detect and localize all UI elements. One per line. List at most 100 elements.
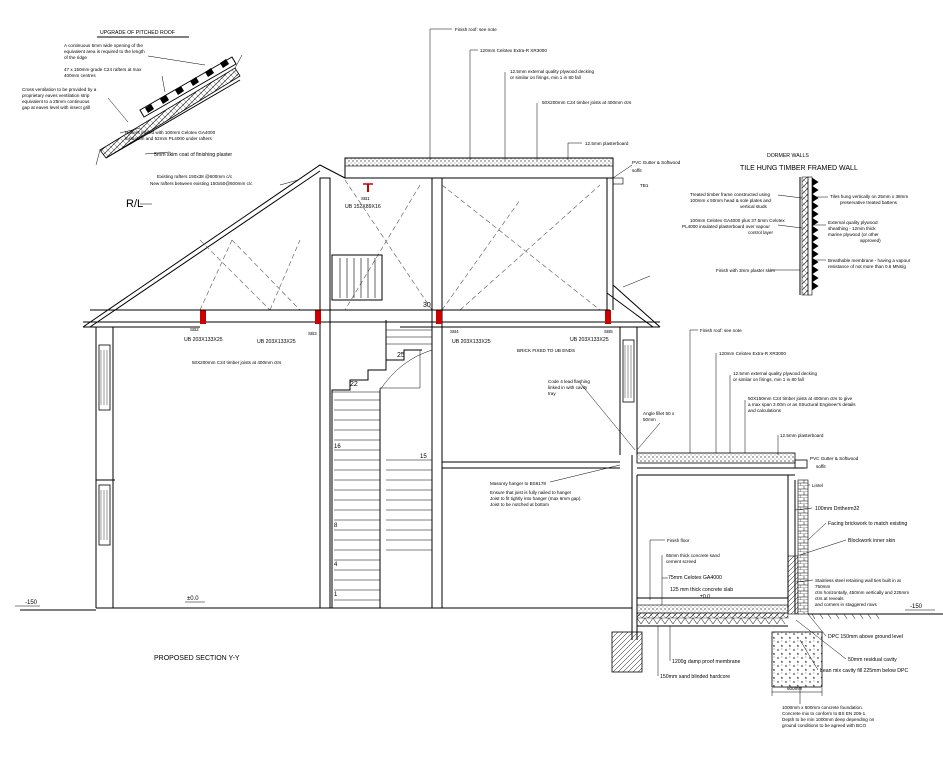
- dormer-left-7: Finish with 3mm plaster skim: [716, 268, 775, 273]
- dormer-right-6: approved): [860, 238, 881, 243]
- ub-left-label: UB 203X133X25: [184, 337, 223, 343]
- dormer-left-2: 100mm x 50mm head & sole plates and: [690, 198, 771, 203]
- lead-note-1: Code 4 lead flashing: [548, 379, 590, 384]
- step-22-label: 22: [350, 381, 358, 388]
- dormer-title-1: DORMER WALLS: [767, 153, 809, 159]
- top-roof-notes: Finish roof: see note 120mm Celotex Extr…: [429, 27, 681, 188]
- width-label: 600mm: [787, 686, 802, 691]
- ext-facing: Facing brickwork to match existing: [828, 521, 907, 527]
- inset-note-4: 47 x 150mm grade C24 rafters at max: [64, 67, 142, 72]
- sb1-label: SB1: [361, 196, 370, 201]
- step-16-label: 16: [334, 444, 341, 450]
- inset-note-7: proprietary eaves ventilation strip: [22, 93, 90, 98]
- dormer-left-4: 100mm Celotex GA4000 plus 37.5mm Celotex: [690, 218, 785, 223]
- level-zero-left: ±0.0: [187, 596, 199, 602]
- ub-right2-label: UB 203X133X25: [570, 337, 609, 343]
- level-left: -150: [25, 600, 38, 606]
- inset-note-2: equivalent area is required to the lengt…: [64, 49, 145, 54]
- hanger-note-2: Ensure that joist is fully nailed to han…: [490, 490, 572, 495]
- angle-note-1: Angle fillet 50 x: [643, 411, 675, 416]
- top-plasterboard-note: 12.5mm plasterboard: [585, 141, 629, 146]
- dormer-right-2: preservative treated battens: [840, 200, 898, 205]
- ext-leanmix: Lean mix cavity fill 225mm below DPC: [820, 668, 908, 674]
- ext-membrane: 1200g damp proof membrane: [672, 659, 740, 665]
- step-30-label: 30: [423, 302, 431, 309]
- ext-soffit: soffit: [816, 464, 826, 469]
- ext-ties-1: Stainless steel retaining wall ties buil…: [815, 578, 902, 583]
- sb5-label: SB5: [604, 329, 613, 334]
- ext-lintel: Lintel: [812, 483, 823, 488]
- ext-plasterboard: 12.5mm plasterboard: [780, 433, 824, 438]
- ext-ties-4: ctrs at reveals: [815, 596, 844, 601]
- ext-screed-2: cement screed: [666, 559, 697, 564]
- hanger-note-4: Joist to be notched at bottom: [490, 502, 549, 507]
- sb2-label: SB2: [190, 327, 199, 332]
- existing-rafters-note: Existing rafters 150x38 @600mm c/c: [157, 174, 233, 179]
- dormer-right-4: sheathing - 12mm thick: [828, 226, 876, 231]
- extension: 600mm -150 Finish roof: see note 120mm C…: [611, 328, 943, 728]
- ext-dritherm: 100mm Dritherm32: [815, 506, 860, 512]
- dormer-right-8: resistance of not more than 0.6 MNs/g: [828, 264, 906, 269]
- ext-residual: 50mm residual cavity: [848, 657, 897, 663]
- ext-foundation-2: Concrete mix to conform to BS EN 206-1.: [782, 711, 867, 716]
- inset-note-12: 5mm skim coat of finishing plaster: [154, 152, 232, 158]
- floor-joists-label: 50X200mm C24 timber joists at 400mm ctrs: [192, 360, 282, 365]
- hanger-note-3: Joist to fit tightly into hanger (max 6m…: [490, 496, 582, 501]
- level-right: -150: [910, 604, 923, 610]
- dormer-wall-detail: DORMER WALLS TILE HUNG TIMBER FRAMED WAL…: [622, 153, 911, 296]
- sb3-label: SB3: [308, 331, 317, 336]
- ext-joists-2: a max span 3.00m or as Structural Engine…: [748, 402, 856, 407]
- section-title: PROPOSED SECTION Y-Y: [154, 655, 240, 662]
- ext-joists-1: 50X150mm C24 timber joists at 400mm ctrs…: [748, 396, 853, 401]
- ub-right-label: UB 203X133X25: [452, 339, 491, 345]
- ext-foundation-4: ground conditions to be agreed with BCO: [782, 723, 866, 728]
- ridge-label: R/L: [126, 198, 143, 210]
- pitched-roof-inset: UPGRADE OF PITCHED ROOF A continuous 5mm…: [22, 30, 243, 166]
- dormer-left-5: PL4000 insulated plasterboard over vapou…: [682, 224, 770, 229]
- dormer-right-5: marine plywood (or other: [828, 232, 879, 237]
- inset-note-11: insulation and 52mm PL4000 under rafters: [125, 136, 213, 141]
- ub-left2-label: UB 203X133X25: [257, 339, 296, 345]
- ext-decking-1: 12.5mm external quality plywood decking: [733, 371, 817, 376]
- ext-ties-3: ctrs horizontally, 450mm vertically and …: [815, 590, 909, 595]
- ridge-ub-label: UB 152X89X16: [345, 204, 381, 210]
- ext-decking-2: or similar on firings, min 1 in 80 fall: [733, 377, 804, 382]
- step-8-label: 8: [334, 523, 338, 529]
- inset-note-10: Rafters infilled with 100mm Celotex GA40…: [125, 130, 216, 135]
- step-1-label: 1: [334, 592, 338, 598]
- small-note-label: BRICK FIXED TO UB ENDS: [517, 348, 575, 353]
- inset-note-5: 400mm centres: [64, 73, 96, 78]
- top-decking-note-2: or similar on firings, min 1 in 80 fall: [510, 75, 581, 80]
- top-soffit-note: soffit: [632, 168, 642, 173]
- inset-note-6: Cross ventilation to be provided by a: [22, 87, 97, 92]
- step-25-label: 25: [397, 352, 405, 359]
- top-celotex-note: 120mm Celotex Extra-R XR3000: [480, 48, 547, 53]
- inset-note-9: gap at eaves level with insect grill: [22, 105, 90, 110]
- ext-dpc: DPC 150mm above ground level: [828, 634, 903, 640]
- main-house: Existing rafters 150x38 @600mm c/c New r…: [15, 157, 661, 662]
- ext-foundation-3: Depth to be min 1000mm deep depending on: [782, 717, 875, 722]
- top-tb-note: TB1: [640, 183, 649, 188]
- top-gutter-note: PVC Gutter & Softwood: [632, 160, 681, 165]
- lead-note-3: tray: [548, 391, 556, 396]
- inset-note-1: A continuous 5mm wide opening of the: [64, 43, 143, 48]
- dormer-left-1: Treated timber frame constructed using: [690, 192, 770, 197]
- ext-ties-5: and corners in staggered rows: [815, 602, 877, 607]
- inset-note-3: of the ridge: [64, 55, 87, 60]
- ext-slab: 125 mm thick concrete slab: [670, 587, 733, 593]
- middle-notes: Code 4 lead flashing linked in with cavi…: [490, 379, 675, 507]
- step-4-label: 4: [334, 562, 338, 568]
- ext-celotex-note: 120mm Celotex Extra-R XR3000: [719, 351, 786, 356]
- inset-roof-buildup: [95, 54, 243, 166]
- ext-joists-3: and calculations: [748, 408, 782, 413]
- ext-level-zero: ±0.0: [700, 594, 710, 600]
- inset-note-8: equivalent to a 25mm continuous: [22, 99, 90, 104]
- top-joists-note: 50X200mm C24 timber joists at 400mm ctrs: [542, 100, 632, 105]
- ext-finish-note: Finish roof: see note: [700, 328, 742, 333]
- top-finish-note: Finish roof: see note: [455, 27, 497, 32]
- lead-note-2: linked in with cavity: [548, 385, 588, 390]
- new-rafters-note: New rafters between existing 150x50@600m…: [150, 181, 253, 186]
- ext-gutter: PVC Gutter & Softwood: [810, 456, 859, 461]
- dormer-right-7: Breathable membrane - having a vapour: [828, 258, 911, 263]
